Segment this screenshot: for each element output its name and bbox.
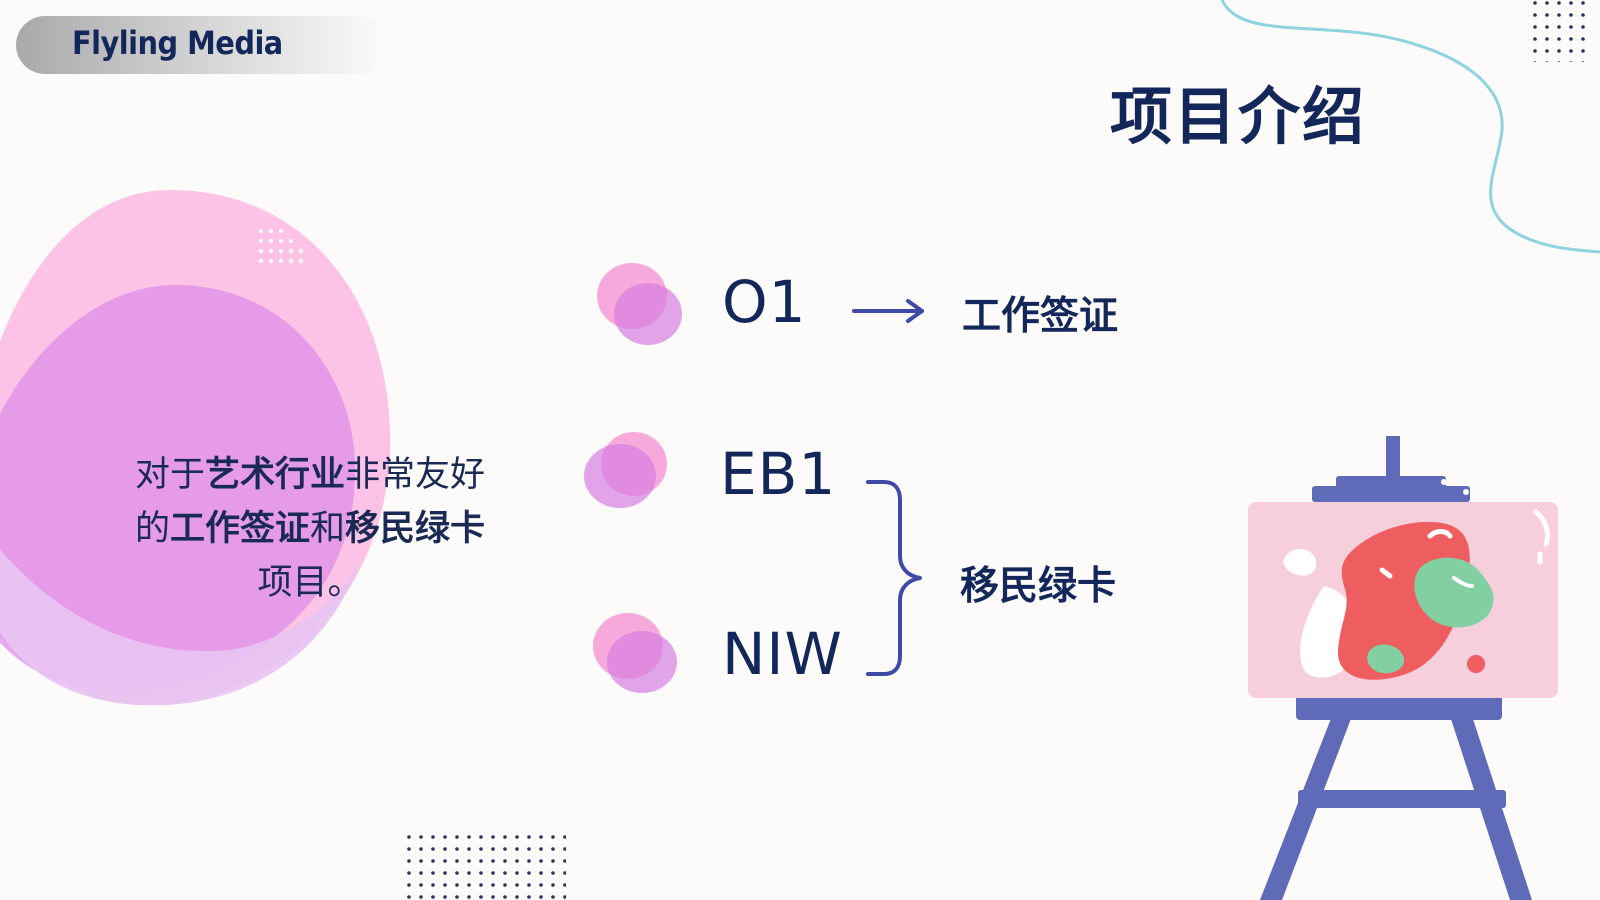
bullet-blob-icon (593, 613, 677, 693)
target-work-visa: 工作签证 (962, 294, 1119, 339)
bullet-blob-icon (597, 263, 682, 345)
intro-segment: 非常友好的 (134, 455, 486, 549)
dot-grid-decoration (1532, 0, 1592, 62)
intro-text: 对于艺术行业非常友好的工作签证和移民绿卡项目。 (120, 448, 500, 610)
intro-segment: 和 (310, 509, 346, 549)
intro-segment-bold: 移民绿卡 (345, 509, 486, 549)
item-label-niw: NIW (722, 620, 843, 688)
intro-segment: 对于 (134, 455, 205, 495)
easel-painting-icon (1248, 436, 1558, 900)
intro-segment-bold: 工作签证 (169, 509, 310, 549)
decorative-blobs (0, 190, 391, 706)
brand-logo-text: Flyling Media (72, 24, 283, 62)
target-green-card: 移民绿卡 (960, 564, 1117, 609)
page-title: 项目介绍 (1110, 80, 1367, 153)
logo-badge: Flyling Media (16, 16, 388, 74)
intro-segment-bold: 艺术行业 (204, 455, 345, 495)
item-label-o1: O1 (722, 268, 807, 336)
item-label-eb1: EB1 (720, 440, 837, 508)
bullet-blob-icon (584, 432, 667, 508)
curly-brace-icon (866, 480, 922, 676)
right-arrow-icon (852, 299, 924, 323)
dot-grid-decoration (259, 229, 303, 263)
dot-grid-decoration (406, 834, 566, 900)
intro-segment: 项目。 (257, 563, 363, 603)
wavy-line-decoration (1220, 0, 1600, 254)
